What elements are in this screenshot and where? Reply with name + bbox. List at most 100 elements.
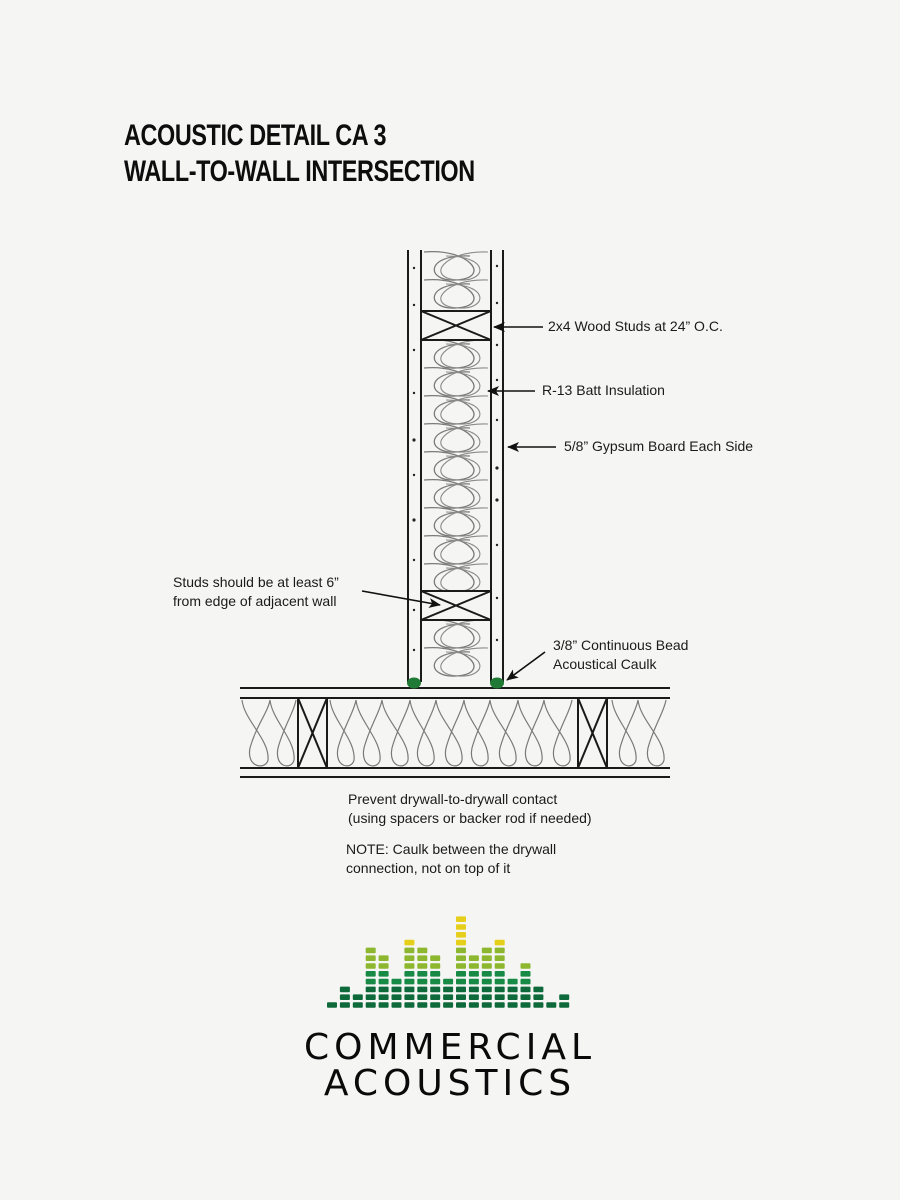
equalizer-cell bbox=[430, 955, 441, 961]
equalizer-cell bbox=[494, 955, 505, 961]
equalizer-cell bbox=[391, 978, 402, 985]
equalizer-cell bbox=[339, 986, 350, 993]
stud-upper bbox=[420, 310, 492, 341]
equalizer-cell bbox=[352, 1002, 363, 1008]
equalizer-cell bbox=[430, 994, 441, 1000]
equalizer-cell bbox=[430, 963, 441, 969]
note-caulk: NOTE: Caulk between the drywall connecti… bbox=[346, 840, 556, 878]
fastener-dots bbox=[412, 264, 499, 652]
equalizer-cell bbox=[468, 994, 479, 1000]
equalizer-cell bbox=[559, 1002, 570, 1008]
equalizer-cell bbox=[468, 978, 479, 985]
equalizer-cell bbox=[391, 986, 402, 993]
horizontal-wall bbox=[240, 687, 670, 778]
equalizer-cell bbox=[507, 986, 518, 993]
equalizer-cell bbox=[456, 1002, 466, 1008]
callout-stud-spacing: Studs should be at least 6” from edge of… bbox=[173, 573, 339, 611]
equalizer-cell bbox=[456, 947, 466, 954]
equalizer-cell bbox=[417, 1002, 428, 1008]
callout-gypsum: 5/8” Gypsum Board Each Side bbox=[564, 438, 754, 454]
equalizer-cell bbox=[520, 978, 531, 985]
equalizer-cell bbox=[494, 939, 505, 946]
equalizer-cell bbox=[404, 955, 415, 961]
callout-insulation: R-13 Batt Insulation bbox=[542, 382, 665, 398]
logo-wordmark-line-2: ACOUSTICS bbox=[323, 1063, 577, 1104]
equalizer-cell bbox=[494, 994, 505, 1000]
equalizer-cell bbox=[456, 963, 466, 969]
equalizer-cell bbox=[481, 994, 492, 1000]
equalizer-cell bbox=[417, 955, 428, 961]
title-line-2: Wall-to-Wall Intersection bbox=[124, 155, 475, 188]
equalizer-cell bbox=[404, 963, 415, 969]
equalizer-cell bbox=[365, 963, 376, 969]
equalizer-cell bbox=[520, 971, 531, 977]
equalizer-cell bbox=[365, 1002, 376, 1008]
equalizer-cell bbox=[481, 978, 492, 985]
equalizer-cell bbox=[468, 986, 479, 993]
leader-arrows bbox=[361, 322, 556, 681]
equalizer-cell bbox=[365, 971, 376, 977]
equalizer-cell bbox=[365, 955, 376, 961]
equalizer-cell bbox=[365, 978, 376, 985]
equalizer-cell bbox=[456, 939, 466, 946]
equalizer-cell bbox=[481, 955, 492, 961]
equalizer-cell bbox=[456, 932, 466, 938]
equalizer-cell bbox=[430, 986, 441, 993]
note-caulk-line-1: NOTE: Caulk between the drywall bbox=[346, 841, 557, 857]
equalizer-cell bbox=[404, 978, 415, 985]
equalizer-cell bbox=[559, 994, 570, 1000]
stud-left bbox=[297, 697, 328, 769]
equalizer-cell bbox=[456, 971, 466, 977]
page-title: Acoustic Detail CA 3 Wall-to-Wall Inters… bbox=[124, 118, 475, 190]
equalizer-cell bbox=[430, 978, 441, 985]
equalizer-cell bbox=[404, 947, 415, 954]
equalizer-cell bbox=[417, 947, 428, 954]
equalizer-cell bbox=[481, 963, 492, 969]
equalizer-cell bbox=[507, 994, 518, 1000]
equalizer-cell bbox=[481, 947, 492, 954]
equalizer-cell bbox=[430, 1002, 441, 1008]
logo-wordmark-line-1: COMMERCIAL bbox=[304, 1027, 596, 1068]
equalizer-cell bbox=[378, 1002, 389, 1008]
equalizer-cell bbox=[391, 994, 402, 1000]
equalizer-cell bbox=[456, 955, 466, 961]
equalizer-cell bbox=[430, 971, 441, 977]
note-caulk-line-2: connection, not on top of it bbox=[346, 860, 511, 876]
equalizer-cell bbox=[417, 978, 428, 985]
equalizer-cell bbox=[365, 994, 376, 1000]
equalizer-cell bbox=[404, 994, 415, 1000]
equalizer-cell bbox=[546, 1002, 557, 1008]
equalizer-cell bbox=[520, 994, 531, 1000]
equalizer-cell bbox=[494, 971, 505, 977]
equalizer-cell bbox=[468, 963, 479, 969]
equalizer-cell bbox=[494, 1002, 505, 1008]
callout-caulk-line-1: 3/8” Continuous Bead bbox=[553, 637, 689, 653]
equalizer-cell bbox=[417, 986, 428, 993]
equalizer-cell bbox=[494, 947, 505, 954]
equalizer-cell bbox=[378, 994, 389, 1000]
equalizer-cell bbox=[443, 994, 454, 1000]
batt-insulation-horizontal bbox=[241, 699, 667, 767]
note-prevent-line-2: (using spacers or backer rod if needed) bbox=[348, 810, 592, 826]
equalizer-cell bbox=[417, 971, 428, 977]
equalizer-cell bbox=[456, 916, 466, 922]
equalizer-cell bbox=[443, 986, 454, 993]
equalizer-cell bbox=[378, 971, 389, 977]
vertical-wall bbox=[407, 250, 504, 682]
callout-caulk-line-2: Acoustical Caulk bbox=[553, 656, 657, 672]
equalizer-cell bbox=[481, 986, 492, 993]
equalizer-cell bbox=[468, 1002, 479, 1008]
equalizer-cell bbox=[456, 994, 466, 1000]
logo-equalizer-icon bbox=[327, 916, 570, 1008]
equalizer-cell bbox=[339, 1002, 350, 1008]
equalizer-cell bbox=[378, 963, 389, 969]
equalizer-cell bbox=[468, 955, 479, 961]
equalizer-cell bbox=[494, 963, 505, 969]
callout-stud-spacing-line-1: Studs should be at least 6” bbox=[173, 574, 339, 590]
equalizer-cell bbox=[533, 986, 544, 993]
equalizer-cell bbox=[417, 963, 428, 969]
equalizer-cell bbox=[520, 1002, 531, 1008]
equalizer-cell bbox=[443, 978, 454, 985]
equalizer-cell bbox=[507, 978, 518, 985]
